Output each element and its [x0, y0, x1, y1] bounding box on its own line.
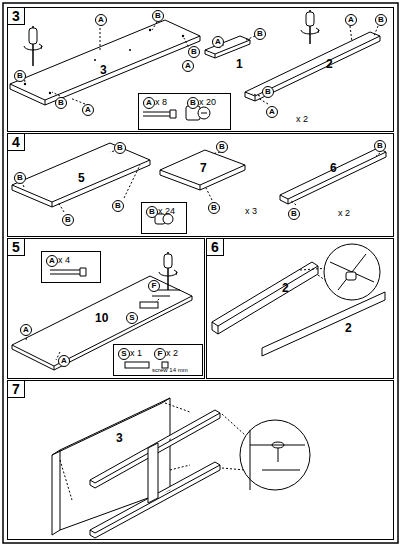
callout-letter: B: [114, 142, 126, 154]
part-number: 2: [345, 322, 352, 335]
quantity: x 8: [155, 97, 167, 107]
callout-letter: A: [266, 106, 278, 118]
callout-letter: B: [152, 10, 164, 22]
part-number: 3: [100, 64, 107, 77]
callout-letter: B: [112, 200, 124, 212]
callout-letter: A: [20, 324, 32, 336]
quantity: x 1: [130, 348, 142, 358]
hardware-box: Bx 24: [141, 202, 187, 234]
part-number: 3: [116, 432, 123, 445]
callout-letter: A: [46, 255, 58, 267]
hardware-box: Sx 1 Fx 2 screw 14 mm: [113, 344, 203, 376]
callout-letter: A: [182, 60, 194, 72]
callout-letter: A: [345, 14, 357, 26]
callout-letter: S: [118, 348, 130, 360]
quantity: x 4: [58, 255, 70, 265]
part-number: 2: [282, 282, 289, 295]
step-number: 4: [8, 134, 25, 151]
callout-letter: A: [212, 36, 224, 48]
callout-letter: B: [375, 14, 387, 26]
part-number: 2: [326, 58, 333, 71]
callout-letter: B: [187, 97, 199, 109]
step-panel: 3Ax 8Bx 20: [7, 7, 394, 132]
quantity: x 2: [338, 208, 350, 218]
callout-letter: B: [374, 140, 386, 152]
callout-letter: B: [55, 97, 67, 109]
quantity: x 3: [245, 206, 257, 216]
step-number: 3: [8, 8, 25, 25]
callout-letter: B: [254, 28, 266, 40]
callout-letter: B: [146, 206, 158, 218]
callout-letter: B: [188, 46, 200, 58]
callout-letter: B: [288, 208, 300, 220]
step-number: 7: [8, 381, 25, 398]
callout-letter: A: [58, 355, 70, 367]
quantity: x 24: [158, 206, 175, 216]
step-panel: 7: [7, 380, 394, 540]
callout-letter: B: [14, 70, 26, 82]
quantity: x 2: [296, 114, 308, 124]
callout-letter: F: [148, 280, 160, 292]
callout-letter: B: [62, 214, 74, 226]
hardware-box: Ax 4: [41, 251, 101, 283]
hardware-box: Ax 8 Bx 20: [138, 93, 231, 130]
callout-letter: F: [154, 348, 166, 360]
callout-letter: B: [208, 202, 220, 214]
step-panel: 6: [206, 238, 394, 379]
step-number: 6: [207, 239, 224, 256]
quantity: x 2: [166, 348, 178, 358]
part-number: 7: [200, 162, 207, 175]
part-number: 5: [78, 172, 85, 185]
callout-letter: A: [143, 97, 155, 109]
callout-letter: B: [216, 141, 228, 153]
callout-letter: A: [82, 104, 94, 116]
callout-letter: S: [126, 312, 138, 324]
callout-letter: B: [14, 172, 26, 184]
part-number: 10: [95, 312, 108, 325]
step-number: 5: [8, 239, 25, 256]
part-number: 1: [236, 58, 243, 71]
hardware-note: screw 14 mm: [152, 367, 188, 374]
step-panel: 5Ax 4Sx 1Fx 2screw 14 mm: [7, 238, 205, 379]
part-number: 6: [330, 162, 337, 175]
quantity: x 20: [199, 97, 216, 107]
callout-letter: A: [95, 14, 107, 26]
callout-letter: B: [262, 86, 274, 98]
